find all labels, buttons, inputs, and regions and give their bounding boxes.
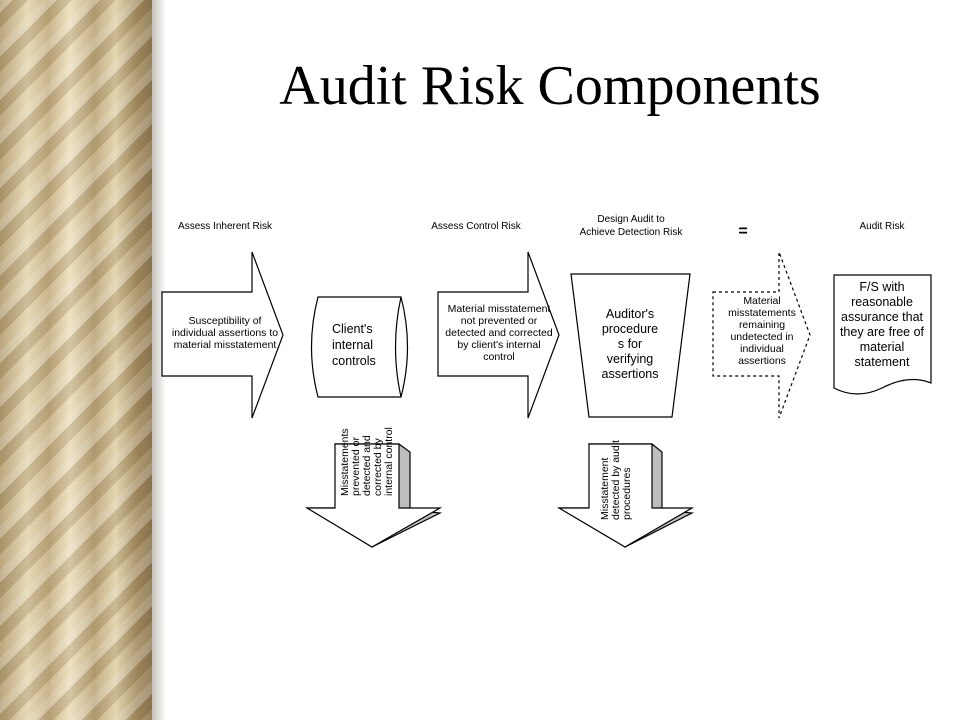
control-arrow-line-1: Material misstatement: [448, 303, 551, 315]
detected-arrow-line-3: procedures: [621, 467, 633, 520]
fs-document-line-4: they are free of: [840, 325, 925, 339]
prevented-misstatements-arrow: Misstatements prevented or detected and …: [304, 427, 443, 548]
heading-control-risk: Assess Control Risk: [431, 221, 521, 232]
fs-document-line-2: reasonable: [851, 295, 913, 309]
remaining-arrow-line-3: remaining: [739, 319, 785, 331]
control-risk-arrow: [437, 251, 560, 419]
auditor-procedures-trapezoid: [570, 273, 691, 418]
prevented-arrow-face: [304, 443, 443, 548]
control-arrow-line-2: not prevented or: [461, 315, 538, 327]
heading-inherent-risk: Assess Inherent Risk: [178, 221, 273, 232]
fs-document-line-6: statement: [855, 355, 910, 369]
prevented-arrow-line-4: corrected by: [372, 437, 384, 496]
detected-arrow-line-2: detected by audit: [610, 440, 622, 520]
fs-document-line-5: material: [860, 340, 904, 354]
heading-audit-risk: Audit Risk: [859, 221, 905, 232]
equals-sign: =: [738, 223, 747, 240]
prevented-arrow-line-1: Misstatements: [339, 428, 351, 496]
slide-title: Audit Risk Components: [279, 55, 821, 117]
remaining-arrow-line-4: undetected in: [730, 331, 793, 343]
prevented-arrow-line-5: internal control: [383, 427, 395, 496]
cylinder-curve: [394, 296, 402, 398]
decorative-rail: [0, 0, 152, 720]
auditor-procedures-line-3: s for: [618, 337, 642, 351]
detected-misstatement-arrow: Misstatement detected by audit procedure…: [556, 440, 695, 548]
control-arrow-line-5: control: [483, 351, 515, 363]
fs-document: [833, 274, 932, 395]
control-arrow-line-3: detected and corrected: [445, 327, 553, 339]
detected-arrow-face: [556, 443, 695, 548]
auditor-procedures-line-5: assertions: [602, 367, 659, 381]
remaining-misstatements-arrow: [712, 251, 811, 419]
auditor-procedures-line-1: Auditor's: [606, 307, 654, 321]
heading-design-audit-line-1: Design Audit to: [597, 214, 665, 225]
inherent-arrow-line-1: Susceptibility of: [189, 315, 262, 327]
fs-document-line-1: F/S with: [859, 280, 904, 294]
remaining-arrow-line-6: assertions: [738, 355, 786, 367]
remaining-arrow-line-1: Material: [743, 295, 780, 307]
prevented-arrow-line-3: detected and: [361, 435, 373, 496]
remaining-arrow-line-5: individual: [740, 343, 784, 355]
inherent-arrow-line-3: material misstatement: [174, 339, 277, 351]
rail-shadow: [152, 0, 166, 720]
client-controls-line-1: Client's: [332, 322, 373, 336]
inherent-arrow-line-2: individual assertions to: [172, 327, 278, 339]
inherent-risk-arrow: [161, 251, 284, 419]
remaining-arrow-line-2: misstatements: [728, 307, 796, 319]
fs-document-line-3: assurance that: [841, 310, 924, 324]
auditor-procedures-line-4: verifying: [607, 352, 654, 366]
heading-design-audit-line-2: Achieve Detection Risk: [580, 227, 684, 238]
detected-arrow-line-1: Misstatement: [599, 457, 611, 520]
client-controls-line-2: internal: [332, 338, 373, 352]
client-controls-line-3: controls: [332, 354, 376, 368]
control-arrow-line-4: by client's internal: [457, 339, 540, 351]
auditor-procedures-line-2: procedure: [602, 322, 658, 336]
prevented-arrow-line-2: prevented or: [350, 437, 362, 496]
